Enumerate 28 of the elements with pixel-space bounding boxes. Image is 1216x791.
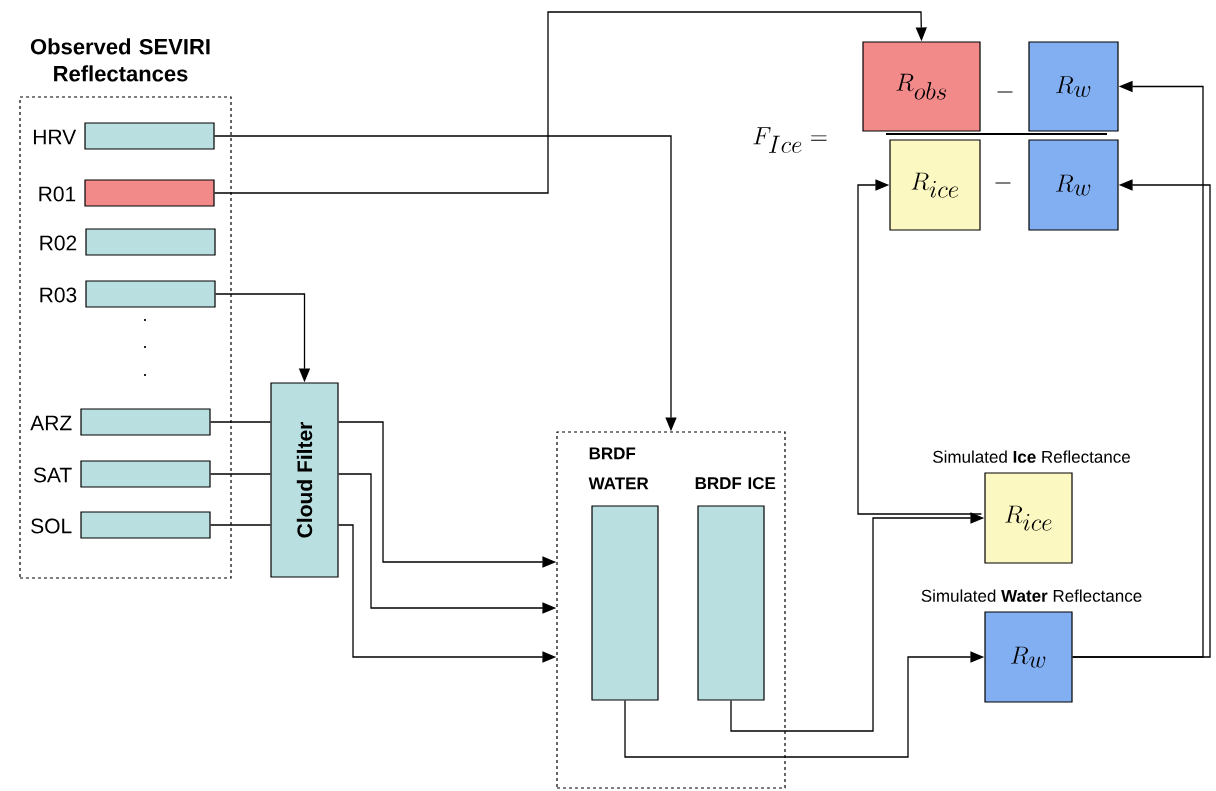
reflectance-box: $R_{w}$ [1028, 139, 1119, 231]
channel-label: R02 [40, 235, 77, 251]
ellipsis-dot: . [144, 346, 146, 348]
channel-label: R01 [39, 186, 76, 202]
ellipsis-dot: . [144, 374, 146, 376]
box-heading: Simulated Water Reflectance [921, 589, 1142, 602]
model-label: BRDF WATER [588, 447, 649, 490]
minus-sign: $-$ [995, 182, 1011, 184]
box-heading: Simulated Ice Reflectance [933, 450, 1130, 463]
channel-label: SAT [33, 467, 72, 483]
channel-label: SOL [31, 518, 72, 534]
reflectance-box: $R_{w}$ [1028, 41, 1119, 132]
filter-box: Cloud Filter [270, 382, 339, 578]
reflectance-box: $R_{ice}$ [889, 139, 981, 231]
minus-sign: $-$ [997, 91, 1013, 93]
arrow [213, 11, 927, 194]
reflectance-box: $R_{w}$ [984, 611, 1073, 703]
formula-lhs: $F_{Ice} =$ [753, 127, 827, 153]
channel-label: R03 [40, 287, 77, 303]
model-label: BRDF ICE [695, 477, 776, 490]
channel-label: ARZ [30, 415, 72, 431]
arrow [1071, 179, 1211, 658]
arrow [857, 179, 983, 515]
heading: Observed SEVIRI Reflectances [30, 38, 210, 82]
reflectance-box: $R_{obs}$ [862, 41, 981, 132]
reflectance-box: $R_{ice}$ [984, 472, 1073, 564]
channel-label: HRV [33, 129, 77, 145]
dashed-group-box [556, 431, 786, 789]
